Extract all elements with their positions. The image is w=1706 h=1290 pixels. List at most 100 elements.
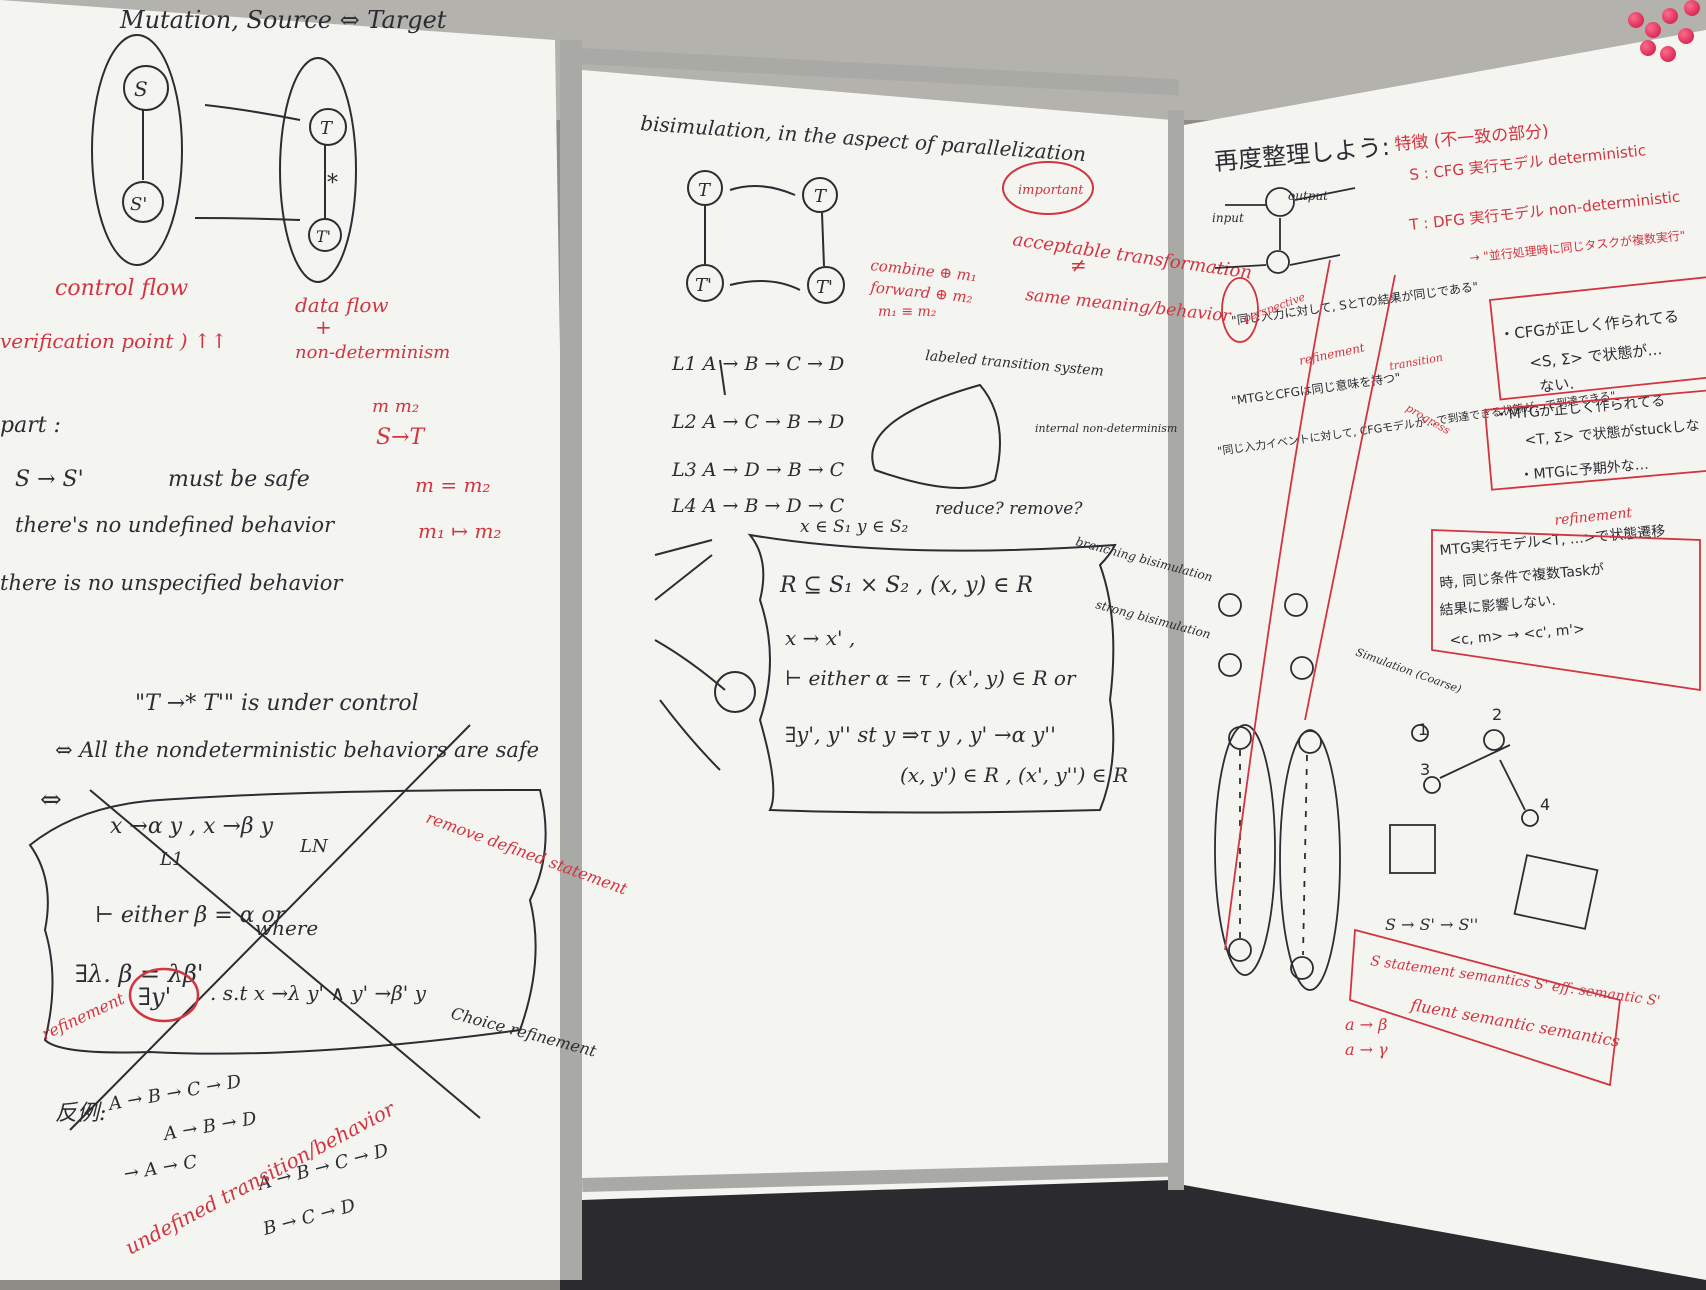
control-flow-label: control flow — [55, 276, 188, 301]
counterexample-label: 反例: — [55, 1101, 106, 1126]
wavy-box — [28, 724, 547, 1131]
box1-line3: ない. — [1539, 374, 1575, 396]
in-r-line: (x, y') ∈ R , (x', y'') ∈ R — [900, 763, 1128, 787]
exists-y: ∃y' — [138, 983, 171, 1011]
must-be-safe: must be safe — [168, 467, 310, 492]
num-1: 1 — [1418, 720, 1428, 739]
seq-1: A → B → C → D — [105, 1071, 243, 1115]
left-bottom-notes: remove defined statement refinement Choi… — [39, 808, 631, 1260]
verification-point-label: verification point ) ↑↑ — [0, 329, 227, 353]
relation-line: x →α y , x →β y — [110, 814, 274, 839]
right-board-writing: 再度整理しよう: 特徴 (不一致の部分) S : CFG 実行モデル deter… — [1212, 122, 1700, 1059]
l1-line: L1 A → B → C → D — [671, 353, 844, 375]
a-gamma: a → γ — [1345, 1040, 1388, 1059]
node-t-prime: T' — [316, 227, 331, 246]
left-board-red: control flow data flow + non-determinism… — [0, 276, 501, 543]
right-red-boxes — [1221, 259, 1706, 1087]
x-step: x → x' , — [785, 626, 855, 650]
iff-symbol: ⇔ — [40, 785, 62, 815]
t-line: T : DFG 実行モデル non-deterministic — [1408, 188, 1681, 234]
xs-line: x ∈ S₁ y ∈ S₂ — [800, 517, 908, 537]
middle-diagram — [654, 161, 1117, 814]
mid-t-prime: T' — [695, 275, 712, 296]
m-map-label: m₁ ↦ m₂ — [418, 519, 501, 543]
m-relation-label: m₁ ≡ m₂ — [878, 304, 937, 320]
box3-line2: 時, 同じ条件で複数Taskが — [1439, 561, 1605, 592]
important-label: important — [1018, 183, 1084, 198]
r-def: R ⊆ S₁ × S₂ , (x, y) ∈ R — [779, 573, 1033, 598]
part-label: part : — [0, 413, 61, 438]
mid-t: T — [698, 180, 712, 201]
ln-label: LN — [299, 836, 329, 857]
seq-2: A → B → D — [160, 1108, 258, 1145]
features-label: 特徴 (不一致の部分) — [1394, 122, 1550, 155]
left-title: Mutation, Source ⇔ Target — [119, 6, 447, 34]
simulation-label: Simulation (Coarse) — [1354, 646, 1463, 696]
magnet — [1645, 22, 1661, 38]
magnet — [1678, 28, 1694, 44]
magnet — [1660, 46, 1676, 62]
node-s: S — [134, 77, 148, 101]
s-chain: S → S' → S'' — [1385, 915, 1478, 934]
middle-diagram-text: T T T' T' important acceptable transform… — [671, 180, 1253, 787]
acceptable-label: acceptable transformation — [1011, 229, 1253, 283]
non-determinism-label: non-determinism — [295, 342, 450, 363]
num-3: 3 — [1420, 760, 1430, 779]
box2-line2: <T, Σ> で状態がstuckしな — [1524, 418, 1700, 449]
seq-5: B → C → D — [260, 1195, 358, 1240]
branching-label: branching bisimulation — [1074, 534, 1214, 584]
neq-label: ≠ — [1070, 253, 1087, 277]
magnet — [1640, 40, 1656, 56]
s-arrow-s: S → S' — [15, 467, 84, 492]
refinement-label: refinement — [1298, 340, 1366, 368]
reduce-label: reduce? remove? — [935, 499, 1083, 519]
no-unspecified: there is no unspecified behavior — [0, 571, 344, 595]
plus-label: + — [315, 315, 332, 339]
m-labels: m m₂ — [372, 396, 419, 417]
no-undefined: there's no undefined behavior — [15, 513, 336, 537]
either-line: ⊢ either β = α or — [95, 903, 287, 928]
where-label: where — [255, 916, 318, 940]
st-line: . s.t x →λ y' ∧ y' →β' y — [210, 981, 427, 1005]
data-flow-label: data flow — [295, 293, 389, 317]
quote-line: "T →* T'" is under control — [135, 691, 419, 716]
either-bisim: ⊢ either α = τ , (x', y) ∈ R or — [785, 666, 1077, 690]
mid-t2: T — [814, 186, 828, 207]
box2-line3: ・MTGに予期外な… — [1519, 457, 1649, 484]
red-note: remove defined statement — [424, 808, 631, 899]
right-whiteboard — [1184, 30, 1706, 1280]
seq-3: → A → C — [122, 1151, 199, 1185]
box3-line3: 結果に影響しない. — [1439, 592, 1556, 619]
right-title: 再度整理しよう: — [1213, 133, 1391, 176]
mid-t-prime2: T' — [816, 277, 833, 298]
choice-refinement: Choice refinement — [449, 1004, 599, 1061]
left-board-writing: Mutation, Source ⇔ Target S S' T T' * — [91, 6, 447, 283]
refinement2-label: refinement — [1554, 505, 1633, 529]
box3-line1: MTG実行モデル<T, …>で状態遷移 — [1439, 522, 1666, 559]
box1-line2: <S, Σ> で状態が… — [1529, 340, 1664, 372]
box1-line1: ・CFGが正しく作られてる — [1499, 307, 1680, 344]
input-label: input — [1212, 211, 1244, 225]
all-safe-line: ⇔ All the nondeterministic behaviors are… — [55, 738, 539, 762]
node-t: T — [320, 118, 334, 139]
l2-line: L2 A → C → B → D — [671, 411, 844, 433]
magnet — [1684, 0, 1700, 16]
middle-whiteboard — [582, 70, 1172, 1200]
mtg-cfg: "MTGとCFGは同じ意味を持つ" — [1230, 369, 1401, 408]
middle-board-writing: bisimulation, in the aspect of paralleli… — [640, 111, 1087, 166]
left-board-frame — [560, 40, 582, 1280]
box3-line4: <c, m> → <c', m'> — [1449, 621, 1586, 649]
t-note: → "並行処理時に同じタスクが複数実行" — [1469, 227, 1686, 265]
num-2: 2 — [1492, 705, 1502, 724]
middle-title: bisimulation, in the aspect of paralleli… — [640, 111, 1087, 166]
transition-label: transition — [1388, 351, 1444, 373]
m-eq-label: m = m₂ — [415, 473, 490, 497]
lts-label: labeled transition system — [925, 348, 1105, 380]
a-beta: a → β — [1345, 1015, 1387, 1034]
l3-line: L3 A → D → B → C — [671, 459, 845, 481]
internal-label: internal non-determinism — [1035, 422, 1177, 435]
left-whiteboard — [0, 0, 575, 1280]
star-label: * — [327, 171, 338, 196]
node-s-prime: S' — [130, 194, 147, 215]
